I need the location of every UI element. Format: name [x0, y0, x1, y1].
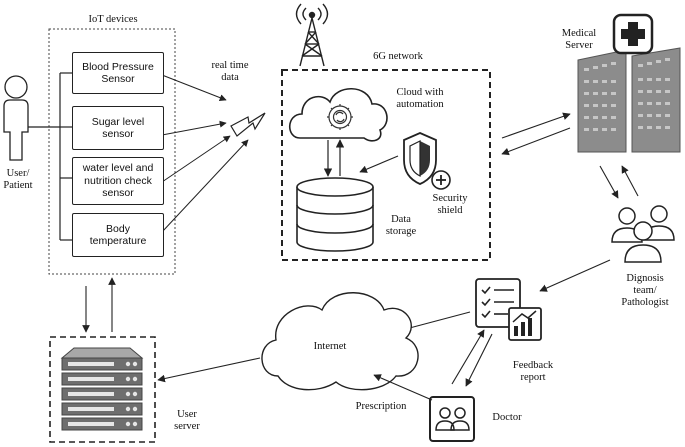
- wireless-lightning-icon: [230, 112, 266, 137]
- realtime-label-line: data: [221, 72, 239, 83]
- iot-userserver-arrows: [82, 277, 116, 333]
- internet-userserver-arrow: [157, 357, 261, 383]
- cloud-storage-arrows: [323, 139, 345, 177]
- device-label-line: sensor: [102, 128, 134, 140]
- diagnosis-label-line: Dignosis: [626, 273, 664, 284]
- realtime-label-line: real time: [211, 60, 249, 71]
- patient-device-connector: [28, 72, 72, 241]
- feedback-label-line: report: [520, 372, 546, 383]
- shield-arrow: [359, 155, 399, 173]
- storage-label-line: Data: [391, 214, 411, 225]
- shield-label-line: shield: [437, 205, 463, 216]
- patient-label-line: Patient: [3, 180, 33, 191]
- medical-cross-icon: [612, 13, 654, 55]
- diagnosis-label-line: team/: [633, 285, 657, 296]
- iot-devices-container: [48, 28, 176, 275]
- report-internet-arrow: [401, 311, 471, 332]
- diagnosis-label-line: Pathologist: [621, 297, 669, 308]
- device-label-line: Sensor: [101, 73, 135, 85]
- device-label-line: Body: [106, 222, 130, 235]
- cloud-label-line: Cloud with: [396, 87, 444, 98]
- storage-label-line: storage: [385, 226, 417, 237]
- internet-label: Internet: [313, 341, 347, 352]
- antenna-tower-icon: [295, 3, 329, 67]
- security-shield-icon: [403, 132, 451, 190]
- automation-cloud-icon: [288, 88, 388, 142]
- user-server-container: [49, 336, 156, 443]
- medical-label-line: Server: [565, 40, 593, 51]
- patient-label-line: User/: [6, 168, 30, 179]
- user-server-label-line: User: [177, 409, 197, 420]
- feedback-report-icon: [475, 278, 542, 341]
- diagnosis-report-arrow: [539, 259, 611, 292]
- doctor-icon: [429, 396, 475, 442]
- prescription-label: Prescription: [355, 401, 407, 412]
- patient-label: User/Patient: [0, 168, 36, 192]
- user-patient-icon: [3, 75, 29, 161]
- user-server-label-line: server: [174, 421, 200, 432]
- 6g-network-container: [281, 69, 491, 261]
- device-label-line: temperature: [89, 235, 147, 247]
- internet-cloud-icon: [261, 292, 419, 391]
- feedback-label-line: Feedback: [512, 360, 554, 371]
- medical-server-icon: [577, 13, 681, 153]
- report-doctor-arrows: [451, 329, 493, 387]
- medical-label-line: Medical: [561, 28, 597, 39]
- device-label-line: Blood Pressure: [82, 60, 154, 73]
- prescription-arrow: [373, 374, 433, 401]
- network-title: 6G network: [373, 51, 423, 62]
- doctor-label: Doctor: [492, 412, 522, 423]
- gear-sync-icon: [327, 104, 353, 130]
- device-label-line: water level and: [82, 162, 154, 175]
- device-arrows: [161, 74, 249, 233]
- cloud-medical-arrows: [501, 112, 571, 156]
- diagnosis-team-icon: [611, 205, 675, 263]
- device-label-line: Sugar level: [91, 115, 145, 128]
- database-icon: [296, 177, 374, 252]
- cloud-label-line: automation: [396, 99, 444, 110]
- iot-devices-title: IoT devices: [88, 14, 138, 25]
- server-rack-icon: [60, 347, 144, 431]
- medical-diagnosis-arrows: [599, 165, 639, 199]
- shield-label-line: Security: [432, 193, 468, 204]
- device-label-line: sensor: [102, 187, 134, 200]
- device-label-line: nutrition check: [84, 174, 152, 187]
